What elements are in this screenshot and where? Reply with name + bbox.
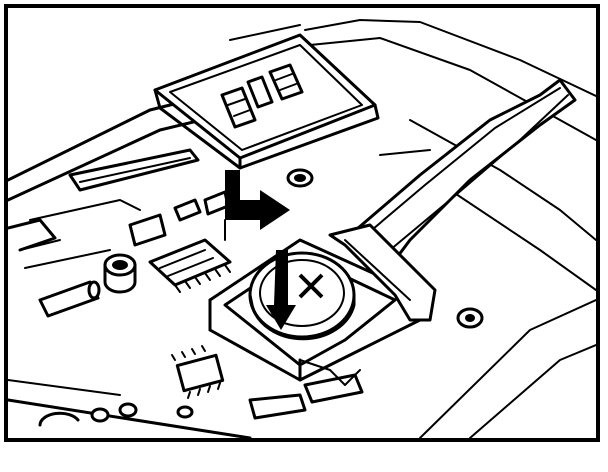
insert-arrow	[266, 250, 296, 330]
chip	[148, 238, 232, 293]
capacitor	[103, 253, 137, 294]
cylindrical-component	[38, 280, 101, 318]
battery-cover	[153, 33, 380, 170]
ribbon-cable	[348, 78, 577, 262]
remove-arrow	[224, 170, 290, 241]
cover-vent-icon	[220, 63, 304, 129]
plus-symbol	[298, 273, 324, 299]
port-slot	[68, 148, 200, 192]
coin-cell-battery	[248, 251, 356, 341]
component-row	[38, 168, 484, 427]
small-chip	[171, 345, 225, 399]
